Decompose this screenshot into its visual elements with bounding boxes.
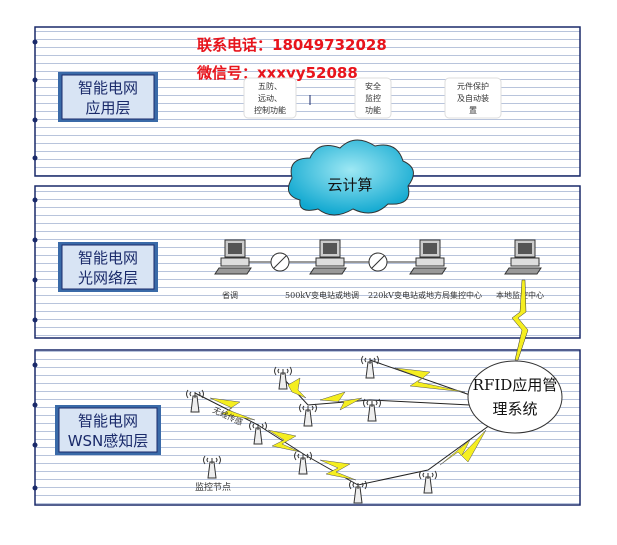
svg-text:元件保护: 元件保护 — [457, 81, 489, 91]
optical-switch-icon — [368, 252, 388, 272]
monitor-node-label: 监控节点 — [195, 481, 231, 493]
svg-text:远动、: 远动、 — [258, 93, 282, 103]
svg-text:五防、: 五防、 — [258, 81, 282, 91]
computer-label: 本地监控中心 — [496, 290, 544, 300]
layer-box-optical: 智能电网 光网络层 — [58, 242, 158, 292]
svg-text:置: 置 — [469, 106, 477, 115]
optical-switch-icon — [270, 252, 290, 272]
computer-label: 220kV变电站或地方局集控中心 — [368, 290, 482, 300]
svg-text:安全: 安全 — [365, 81, 381, 91]
contact-phone: 联系电话：18049732028 — [197, 36, 387, 54]
cloud-computing-icon: 云计算 — [287, 139, 414, 216]
layer-box-wsn: 智能电网 WSN感知层 — [55, 405, 161, 455]
app-box-1: 五防、 远动、 控制功能 — [243, 77, 297, 119]
wireless-link-bolt — [511, 279, 529, 361]
spiral-binding — [32, 39, 38, 491]
rfid-system: RFID应用管 理系统 — [467, 360, 563, 434]
svg-text:控制功能: 控制功能 — [254, 105, 286, 115]
layer-box-application: 智能电网 应用层 — [58, 72, 158, 122]
computer-label: 省调 — [222, 290, 238, 300]
svg-text:WSN感知层: WSN感知层 — [68, 432, 149, 450]
computer-label: 500kV变电站或地调 — [285, 290, 359, 300]
svg-text:功能: 功能 — [365, 105, 381, 115]
svg-text:智能电网: 智能电网 — [78, 249, 138, 267]
svg-text:智能电网: 智能电网 — [78, 412, 138, 430]
svg-text:监控: 监控 — [365, 93, 381, 103]
app-box-3: 元件保护 及自动装 置 — [444, 77, 502, 119]
svg-text:光网络层: 光网络层 — [78, 269, 138, 287]
svg-text:RFID应用管: RFID应用管 — [473, 376, 558, 394]
svg-text:智能电网: 智能电网 — [78, 79, 138, 97]
svg-text:理系统: 理系统 — [492, 400, 537, 418]
cloud-label: 云计算 — [327, 176, 372, 194]
contact-wechat: 微信号：xxxyy52088 — [196, 64, 358, 82]
wireless-bolts — [209, 367, 487, 481]
svg-text:应用层: 应用层 — [85, 99, 130, 117]
app-box-2: 安全 监控 功能 — [354, 77, 392, 119]
svg-text:及自动装: 及自动装 — [457, 93, 489, 103]
